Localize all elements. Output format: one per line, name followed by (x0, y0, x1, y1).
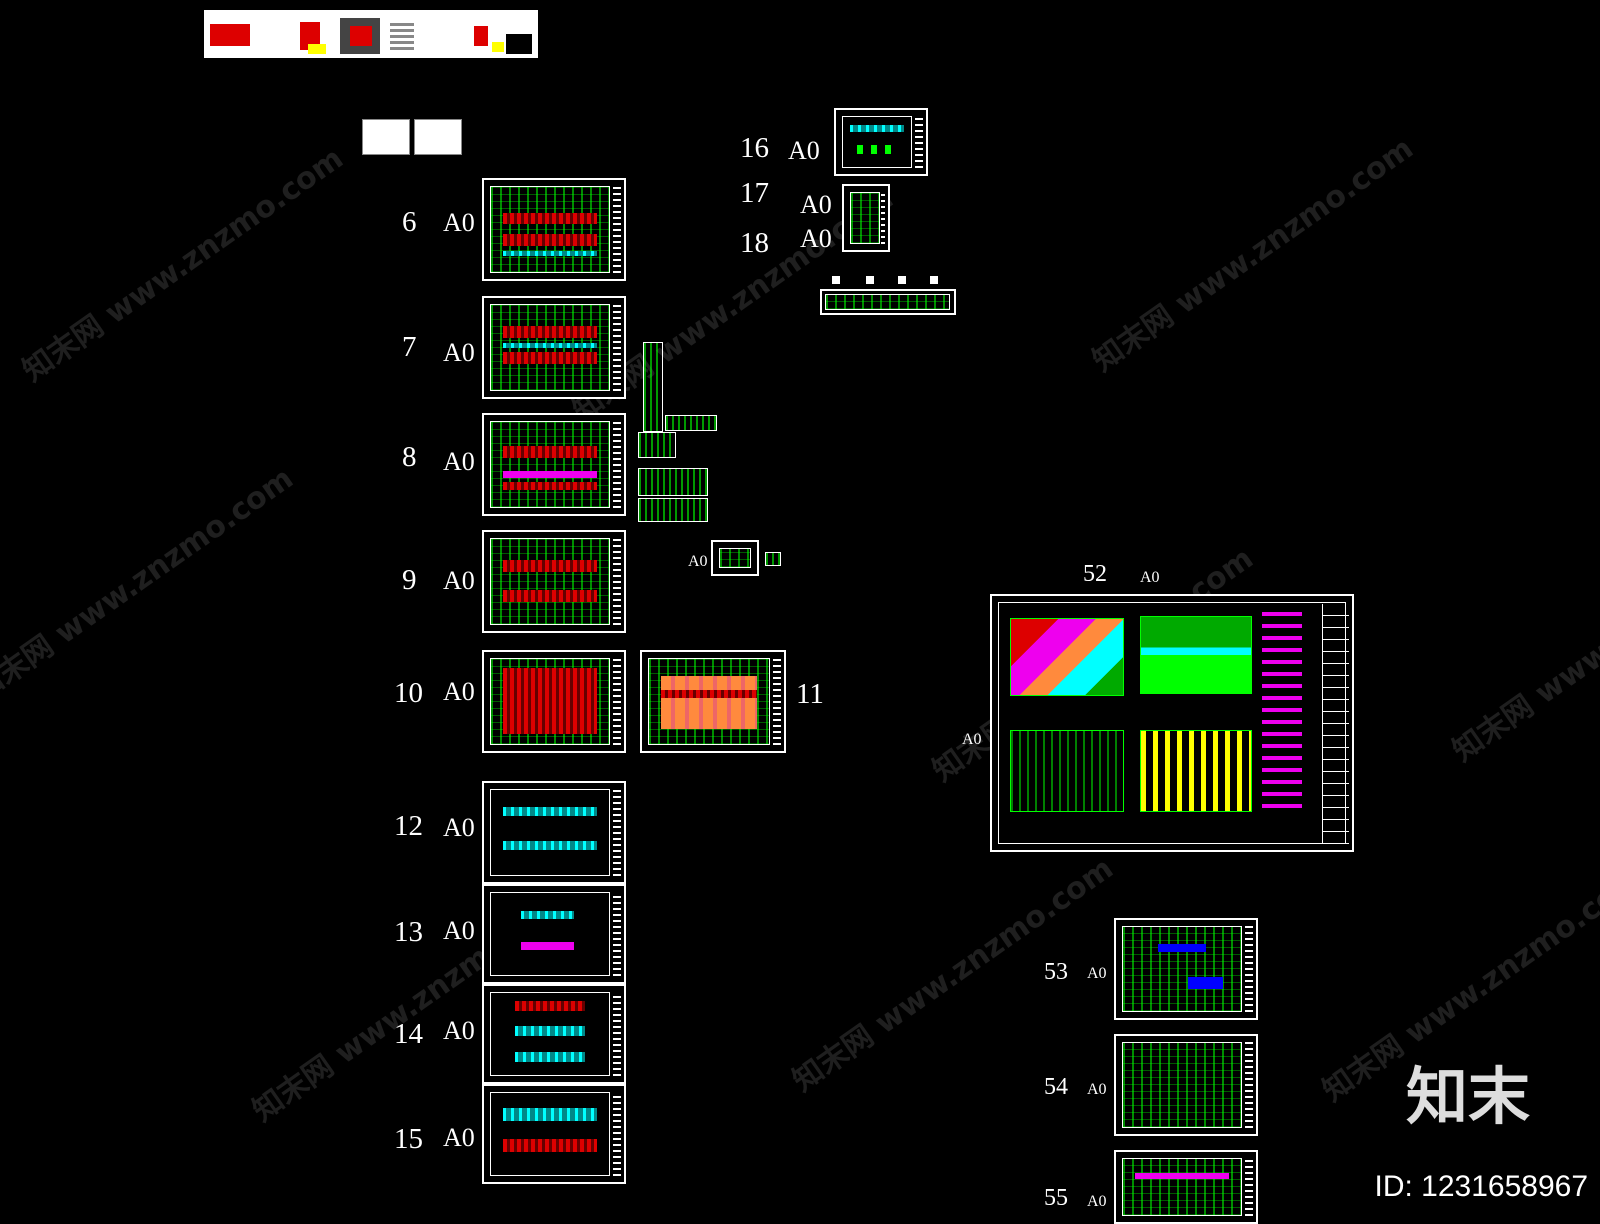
sheet-number-18: 18 (740, 227, 769, 259)
sheet-number-16: 16 (740, 132, 769, 164)
sheet-number-11: 11 (796, 678, 824, 710)
drawing-sheet-52[interactable] (990, 594, 1354, 852)
drawing-sheet-11[interactable] (640, 650, 786, 753)
drawing-sheet-14[interactable] (482, 984, 626, 1084)
sheet-size-55: A0 (1087, 1193, 1107, 1210)
drawing-sheet-7[interactable] (482, 296, 626, 399)
tag-markers (832, 276, 942, 284)
top-legend-strip[interactable] (204, 10, 538, 58)
detail-sheet-small[interactable] (711, 540, 759, 576)
sheet-size-13: A0 (443, 916, 475, 945)
watermark-text: 知末网 www.znzmo.com (16, 140, 350, 389)
image-id-label: ID: 1231658967 (1374, 1170, 1588, 1203)
detail-drawing[interactable] (638, 432, 676, 458)
sheet-number-53: 53 (1044, 959, 1068, 985)
sheet-number-6: 6 (402, 206, 417, 238)
sheet-number-13: 13 (394, 916, 423, 948)
sheet-number-9: 9 (402, 564, 417, 596)
watermark-text: 知末网 www.znzmo.com (1086, 130, 1420, 379)
detail-drawing-column[interactable] (643, 342, 663, 432)
sheet-size-52-side: A0 (962, 731, 982, 748)
sheet-number-7: 7 (402, 331, 417, 363)
detail-size-label: A0 (688, 553, 708, 570)
drawing-sheet-8[interactable] (482, 413, 626, 516)
drawing-sheet-10[interactable] (482, 650, 626, 753)
sheet-size-9: A0 (443, 566, 475, 595)
drawing-sheet-17-18[interactable] (842, 184, 890, 252)
sheet-number-15: 15 (394, 1123, 423, 1155)
sheet-number-54: 54 (1044, 1074, 1068, 1100)
drawing-sheet-53[interactable] (1114, 918, 1258, 1020)
drawing-sheet-54[interactable] (1114, 1034, 1258, 1136)
watermark-text: 知末网 www.znzmo.com (0, 460, 300, 709)
sheet-size-15: A0 (443, 1123, 475, 1152)
sheet-size-18: A0 (800, 224, 832, 253)
sheet-size-12: A0 (443, 813, 475, 842)
sheet-size-8: A0 (443, 447, 475, 476)
cover-sheet-thumbnail[interactable] (414, 119, 462, 155)
sheet-size-14: A0 (443, 1016, 475, 1045)
drawing-sheet-6[interactable] (482, 178, 626, 281)
sheet-number-8: 8 (402, 441, 417, 473)
sheet-number-12: 12 (394, 810, 423, 842)
cover-sheet-thumbnail[interactable] (362, 119, 410, 155)
drawing-sheet-55[interactable] (1114, 1150, 1258, 1224)
sheet-size-10: A0 (443, 677, 475, 706)
sheet-size-17: A0 (800, 190, 832, 219)
detail-drawing[interactable] (638, 498, 708, 522)
sheet-number-55: 55 (1044, 1185, 1068, 1211)
sheet-size-16: A0 (788, 136, 820, 165)
drawing-sheet-15[interactable] (482, 1084, 626, 1184)
detail-strip-sheet[interactable] (820, 289, 956, 315)
drawing-sheet-16[interactable] (834, 108, 928, 176)
sheet-number-52: 52 (1083, 561, 1107, 587)
sheet-number-14: 14 (394, 1018, 423, 1050)
detail-drawing[interactable] (638, 468, 708, 496)
sheet-size-52: A0 (1140, 569, 1160, 586)
detail-drawing[interactable] (765, 552, 781, 566)
sheet-size-7: A0 (443, 338, 475, 367)
detail-drawing[interactable] (665, 415, 717, 431)
sheet-size-53: A0 (1087, 965, 1107, 982)
drawing-sheet-13[interactable] (482, 884, 626, 984)
sheet-size-6: A0 (443, 208, 475, 237)
brand-logo: 知末 (1405, 1060, 1530, 1133)
sheet-size-54: A0 (1087, 1081, 1107, 1098)
drawing-sheet-12[interactable] (482, 781, 626, 884)
sheet-number-17: 17 (740, 177, 769, 209)
sheet-number-10: 10 (394, 677, 423, 709)
watermark-text: 知末网 www.znzmo.com (1446, 520, 1600, 769)
watermark-text: 知末网 www.znzmo.com (786, 850, 1120, 1099)
drawing-sheet-9[interactable] (482, 530, 626, 633)
